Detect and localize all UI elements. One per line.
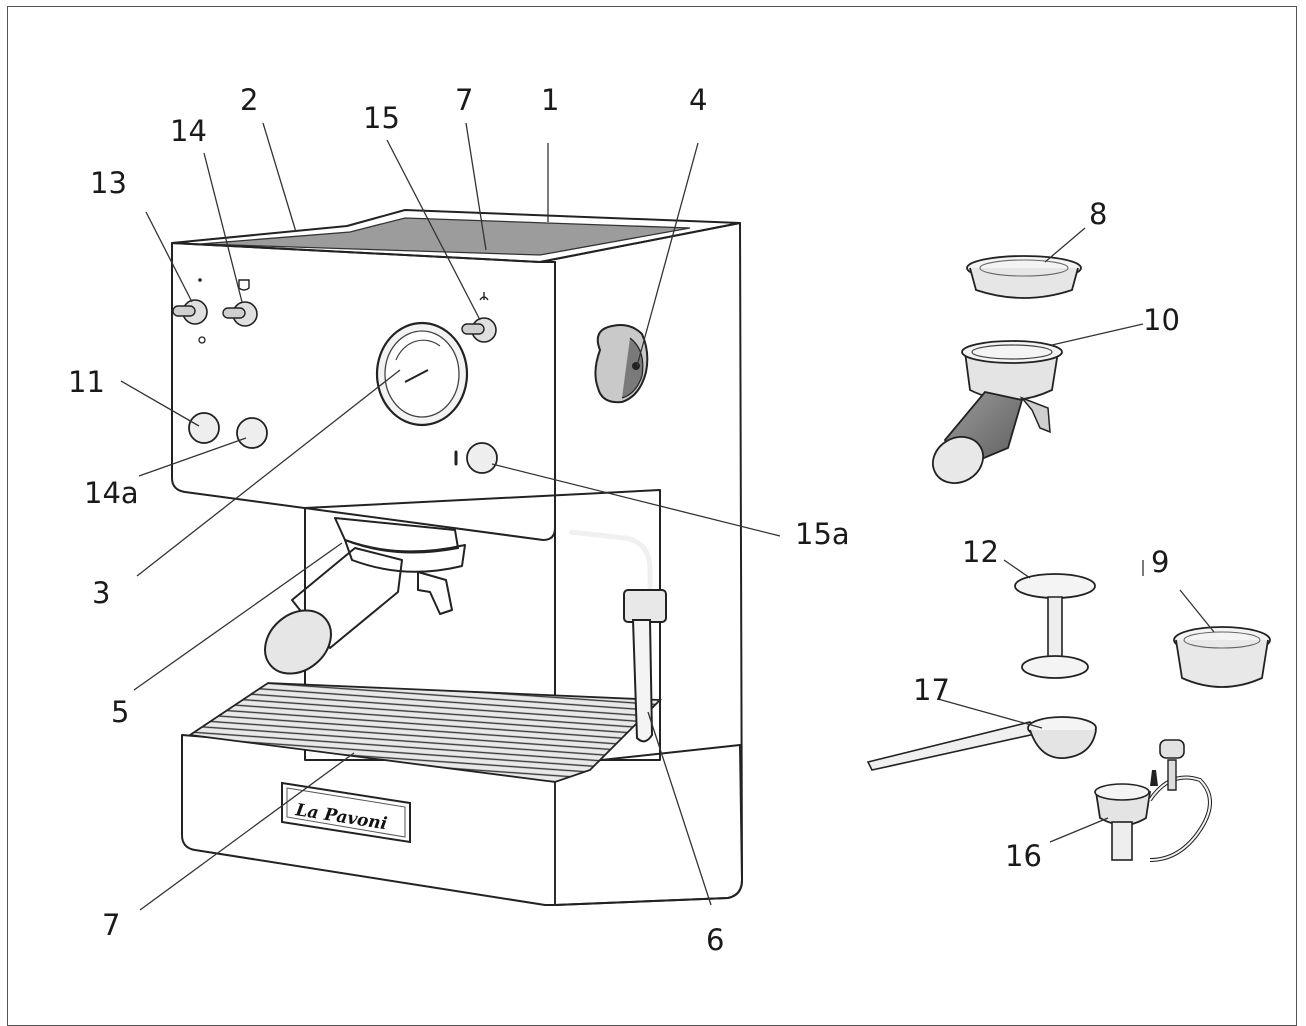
label-8: 8 xyxy=(1089,197,1107,231)
label-17: 17 xyxy=(913,673,950,707)
front-panel xyxy=(171,242,556,541)
double-filter-basket xyxy=(1173,626,1271,688)
side-panel xyxy=(539,222,743,906)
label-14a: 14a xyxy=(84,476,139,510)
label-7-bottom: 7 xyxy=(102,908,120,942)
label-11: 11 xyxy=(68,365,105,399)
drip-tray-base xyxy=(181,734,743,906)
diagram-frame xyxy=(7,6,1297,1026)
measuring-spoon xyxy=(866,716,1097,771)
label-15: 15 xyxy=(363,101,400,135)
label-10: 10 xyxy=(1143,303,1180,337)
portafilter-handle xyxy=(291,547,403,649)
pressure-gauge xyxy=(375,321,469,427)
portafilter-basket xyxy=(344,539,466,573)
label-14: 14 xyxy=(170,114,207,148)
label-5: 5 xyxy=(111,695,129,729)
cup-icon xyxy=(238,279,250,291)
drip-grate xyxy=(187,682,663,783)
steam-icon xyxy=(479,292,489,301)
part-labels: 1 2 3 4 5 6 7 7 8 9 10 11 12 13 14 14a 1… xyxy=(68,83,1180,957)
label-15a: 15a xyxy=(795,517,850,551)
label-9: 9 xyxy=(1151,545,1169,579)
label-6: 6 xyxy=(706,923,724,957)
tamper xyxy=(1014,573,1096,679)
power-indicator-lamp xyxy=(188,412,220,444)
single-filter-basket xyxy=(966,255,1082,299)
controls xyxy=(172,278,649,474)
leader-lines xyxy=(120,122,1215,911)
power-switch[interactable] xyxy=(172,278,208,344)
steam-knob[interactable] xyxy=(594,324,649,404)
rear-column xyxy=(304,489,661,761)
ready-indicator-lamp xyxy=(236,417,268,449)
label-3: 3 xyxy=(92,576,110,610)
steam-switch[interactable] xyxy=(461,292,497,343)
group-head xyxy=(334,517,459,554)
steam-indicator-lamp xyxy=(466,442,498,474)
portafilter-spout xyxy=(417,571,453,615)
steam-wand xyxy=(569,529,667,743)
label-7-top: 7 xyxy=(455,83,473,117)
label-12: 12 xyxy=(962,535,999,569)
label-4: 4 xyxy=(689,83,707,117)
label-16: 16 xyxy=(1005,839,1042,873)
cappuccino-device xyxy=(1094,739,1212,862)
machine-body: La Pavoni xyxy=(171,209,743,906)
portafilter-assembly xyxy=(264,517,466,675)
filter-holder xyxy=(932,340,1063,484)
coffee-switch[interactable] xyxy=(222,279,258,327)
accessories xyxy=(866,255,1271,862)
label-2: 2 xyxy=(240,83,258,117)
water-tank-opening xyxy=(199,217,691,256)
portafilter-handle-end xyxy=(264,609,332,675)
label-13: 13 xyxy=(90,166,127,200)
label-1: 1 xyxy=(541,83,559,117)
